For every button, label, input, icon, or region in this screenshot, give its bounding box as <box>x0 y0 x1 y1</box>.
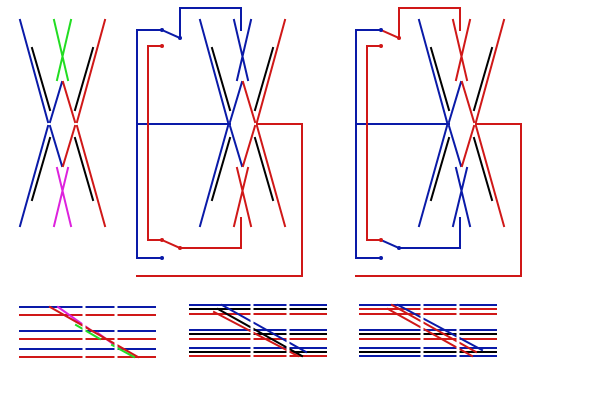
wire-blue-bottom <box>398 217 461 249</box>
diagonal-rail <box>390 303 478 354</box>
diagonal-rail <box>396 303 484 352</box>
rail-red-inner <box>241 80 257 124</box>
wire-blue-left <box>355 29 382 259</box>
diagonal-rail <box>212 310 300 358</box>
rail-red-inner <box>460 80 476 124</box>
rail-red-inner <box>61 80 77 124</box>
rail-black-right-lower <box>73 136 95 202</box>
rail-red-right-lower <box>474 124 506 228</box>
switch-contact <box>379 256 383 260</box>
switch-contact <box>178 246 182 250</box>
rail-blue-inner <box>228 80 244 124</box>
switch-contact <box>160 28 164 32</box>
frog-green-2 <box>55 18 73 82</box>
rail-black-right-lower <box>472 136 494 202</box>
rail-black-left-lower <box>429 136 451 202</box>
frog-top-1 <box>232 18 250 82</box>
rail-blue-inner-lower <box>48 124 64 168</box>
switch-bottom-lever <box>160 238 182 250</box>
diagonal-rail <box>220 303 308 354</box>
switch-contact <box>379 44 383 48</box>
frog-magenta-1 <box>55 166 73 228</box>
rail-red-inner-lower <box>460 124 476 168</box>
switch-contact <box>160 44 164 48</box>
track-plan-double-line <box>189 299 327 362</box>
rail-black-right-lower <box>253 136 275 202</box>
rail-black-right <box>73 46 95 112</box>
rail-blue-left-lower <box>417 124 449 228</box>
crossing-wiring-one-switch <box>136 7 303 277</box>
frog-top-2 <box>235 18 253 82</box>
switch-top-lever <box>160 28 182 40</box>
rail-blue-inner <box>48 80 64 124</box>
wire-red-bottom <box>179 217 242 249</box>
frog-bottom-1 <box>235 166 253 228</box>
rail-red-inner-lower <box>241 124 257 168</box>
frog-top-1 <box>451 18 469 82</box>
diagonal-rail-red <box>48 305 140 359</box>
switch-contact <box>379 238 383 242</box>
switch-top-lever <box>379 28 401 40</box>
rail-blue-left <box>417 18 449 124</box>
wire-red-left <box>366 45 382 241</box>
rail-black-left <box>30 46 52 112</box>
rail-blue-left-lower <box>18 124 50 228</box>
diagonal-rail-green <box>74 323 102 341</box>
rail-black-left <box>429 46 451 112</box>
rail-black-right <box>472 46 494 112</box>
frog-bottom-2 <box>451 166 469 228</box>
frog-top-2 <box>454 18 472 82</box>
wire-blue-top <box>179 7 242 39</box>
wire-red-main <box>355 123 522 277</box>
rail-blue-inner <box>447 80 463 124</box>
rail-red-right <box>474 18 506 124</box>
frog-green-1 <box>52 18 70 82</box>
frog-bottom-2 <box>232 166 250 228</box>
wire-blue-left <box>136 29 163 259</box>
crossing-polarity-sections <box>18 18 107 228</box>
wire-red-left <box>147 45 163 241</box>
rail-red-right-lower <box>255 124 287 228</box>
rail-blue-left <box>18 18 50 124</box>
rail-black-right <box>253 46 275 112</box>
rail-blue-inner-lower <box>447 124 463 168</box>
rail-red-right <box>255 18 287 124</box>
switch-contact <box>397 36 401 40</box>
rail-blue-left-lower <box>198 124 230 228</box>
switch-contact <box>160 238 164 242</box>
wire-red-main <box>136 123 303 277</box>
wire-red-top <box>398 7 461 39</box>
switch-contact <box>379 28 383 32</box>
track-plan-section-colors <box>19 301 156 363</box>
rail-red-right <box>75 18 107 124</box>
switch-bottom-lever <box>379 238 401 250</box>
rail-blue-left <box>198 18 230 124</box>
frog-magenta-2 <box>52 166 70 228</box>
switch-contact <box>397 246 401 250</box>
rail-black-left-lower <box>30 136 52 202</box>
frog-bottom-1 <box>454 166 472 228</box>
track-plan-double-line-variant <box>359 299 497 362</box>
rail-black-left <box>210 46 232 112</box>
switch-contact <box>178 36 182 40</box>
rail-black-left-lower <box>210 136 232 202</box>
rail-blue-inner-lower <box>228 124 244 168</box>
crossing-wiring-variant <box>355 7 522 277</box>
rail-red-inner-lower <box>61 124 77 168</box>
switch-contact <box>160 256 164 260</box>
rail-red-right-lower <box>75 124 107 228</box>
